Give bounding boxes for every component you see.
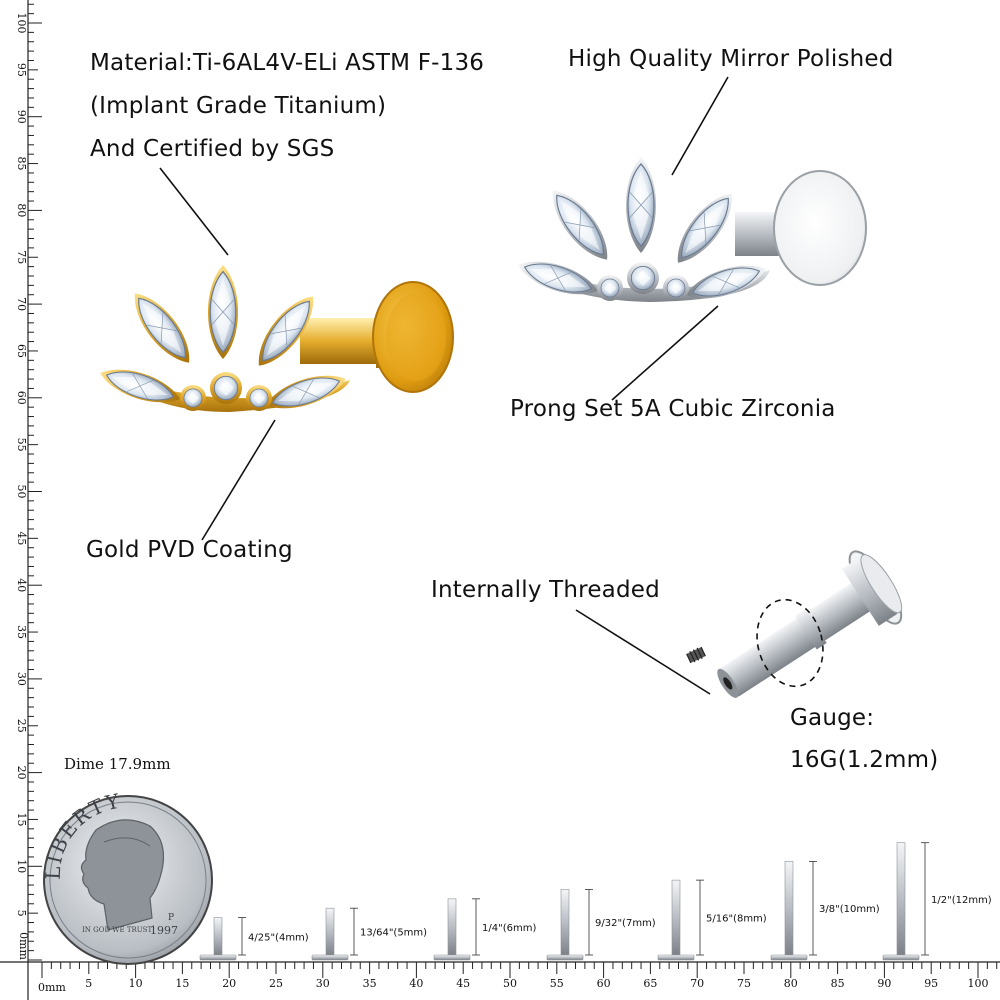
bottom-ruler-label: 75: [737, 977, 751, 990]
bottom-ruler-label: 40: [409, 977, 423, 990]
post-disc: [657, 954, 695, 961]
left-ruler-label: 40: [15, 578, 28, 592]
bottom-ruler-label: 30: [316, 977, 330, 990]
bottom-ruler-label: 90: [877, 977, 891, 990]
left-ruler-label: 45: [15, 531, 28, 545]
left-ruler-label: 75: [15, 250, 28, 264]
post-size-label: 9/32"(7mm): [595, 918, 656, 929]
coin-mintmark-text: P: [168, 913, 174, 923]
left-ruler-label: 55: [15, 438, 28, 452]
coin-motto-text: IN GOD WE TRUST: [82, 926, 152, 934]
post-disc: [882, 954, 920, 961]
post-disc: [199, 954, 237, 961]
left-ruler-label: 15: [15, 812, 28, 826]
bottom-ruler-label: 65: [643, 977, 657, 990]
post-shaft: [560, 889, 570, 956]
bottom-ruler-label: 5: [85, 977, 92, 990]
left-ruler-label: 5: [15, 910, 28, 917]
post-size-label: 13/64"(5mm): [360, 928, 427, 939]
left-ruler-label: 50: [15, 485, 28, 499]
leader-lines: [159, 76, 729, 695]
post-size-label: 1/4"(6mm): [482, 923, 536, 934]
mirror-polished-label: High Quality Mirror Polished: [568, 46, 894, 72]
dime-size-label: Dime 17.9mm: [64, 755, 171, 773]
post-shaft: [784, 861, 794, 956]
post-size-item: 5/16"(8mm): [657, 879, 767, 961]
left-ruler-label: 35: [15, 625, 28, 639]
post-size-item: 3/8"(10mm): [770, 861, 880, 961]
left-ruler-label: 80: [15, 203, 28, 217]
bottom-ruler-label: 60: [597, 977, 611, 990]
left-ruler-label: 30: [15, 672, 28, 686]
left-ruler-start-label: 0mm: [17, 932, 30, 960]
post-size-label: 5/16"(8mm): [706, 914, 767, 925]
bottom-ruler: 0mm 5 10 15 20 25 30 35 40 45 50 55 60 65 70 75 80 85 90 95…: [0, 961, 1000, 994]
thread-highlight-circle: [756, 598, 824, 688]
bottom-ruler-label: 80: [784, 977, 798, 990]
bottom-ruler-label: 25: [269, 977, 283, 990]
bottom-ruler-start-label: 0mm: [38, 981, 66, 994]
gold-piercing: [100, 265, 454, 415]
left-ruler-label: 65: [15, 344, 28, 358]
bottom-ruler-label: 55: [550, 977, 564, 990]
left-ruler-label: 100: [15, 13, 28, 34]
threaded-screw: [686, 646, 706, 664]
post-size-item: 1/2"(12mm): [882, 842, 992, 961]
post-size-item: 4/25"(4mm): [199, 917, 309, 961]
gold-pvd-label: Gold PVD Coating: [86, 537, 293, 563]
bottom-ruler-label: 35: [363, 977, 377, 990]
post-shaft: [671, 879, 681, 956]
bottom-ruler-label: 10: [129, 977, 143, 990]
silver-piercing: [518, 157, 867, 305]
post-size-label: 4/25"(4mm): [248, 932, 309, 943]
bottom-ruler-label: 95: [924, 977, 938, 990]
left-ruler: 0mm 5 10 15 20 25 30 35 40 45 50 55 60 65 70 75 80 85 90 95…: [15, 0, 42, 1000]
post-shaft: [325, 907, 335, 956]
bottom-ruler-label: 85: [831, 977, 845, 990]
post-disc: [770, 954, 808, 961]
left-ruler-label: 95: [15, 63, 28, 77]
material-label-line2: (Implant Grade Titanium): [90, 93, 387, 119]
post-size-item: 13/64"(5mm): [311, 907, 427, 961]
prong-set-label: Prong Set 5A Cubic Zirconia: [510, 396, 836, 422]
left-ruler-label: 70: [15, 297, 28, 311]
bottom-ruler-label: 15: [175, 977, 189, 990]
internally-threaded-label: Internally Threaded: [431, 577, 660, 603]
post-shaft: [213, 917, 223, 956]
labret-post: [717, 550, 903, 699]
post-size-item: 9/32"(7mm): [546, 889, 656, 961]
post-disc: [433, 954, 471, 961]
bottom-ruler-label: 70: [690, 977, 704, 990]
material-label-line1: Material:Ti-6AL4V-ELi ASTM F-136: [90, 50, 485, 76]
post-shaft: [896, 842, 906, 956]
post-disc: [546, 954, 584, 961]
gauge-title: Gauge:: [790, 705, 875, 731]
post-size-label: 3/8"(10mm): [819, 904, 880, 915]
left-ruler-label: 20: [15, 766, 28, 780]
left-ruler-label: 10: [15, 859, 28, 873]
post-disc: [311, 954, 349, 961]
left-ruler-label: 60: [15, 391, 28, 405]
bottom-ruler-label: 45: [456, 977, 470, 990]
post-shaft: [447, 898, 457, 956]
post-size-item: 1/4"(6mm): [433, 898, 536, 961]
bottom-ruler-label: 20: [222, 977, 236, 990]
gauge-value: 16G(1.2mm): [790, 747, 939, 773]
material-label-line3: And Certified by SGS: [90, 136, 335, 162]
post-size-label: 1/2"(12mm): [931, 895, 992, 906]
bottom-ruler-label: 100: [968, 977, 989, 990]
bottom-ruler-label: 50: [503, 977, 517, 990]
left-ruler-label: 85: [15, 157, 28, 171]
left-ruler-label: 90: [15, 110, 28, 124]
coin-year-text: 1997: [150, 924, 178, 937]
left-ruler-label: 25: [15, 719, 28, 733]
